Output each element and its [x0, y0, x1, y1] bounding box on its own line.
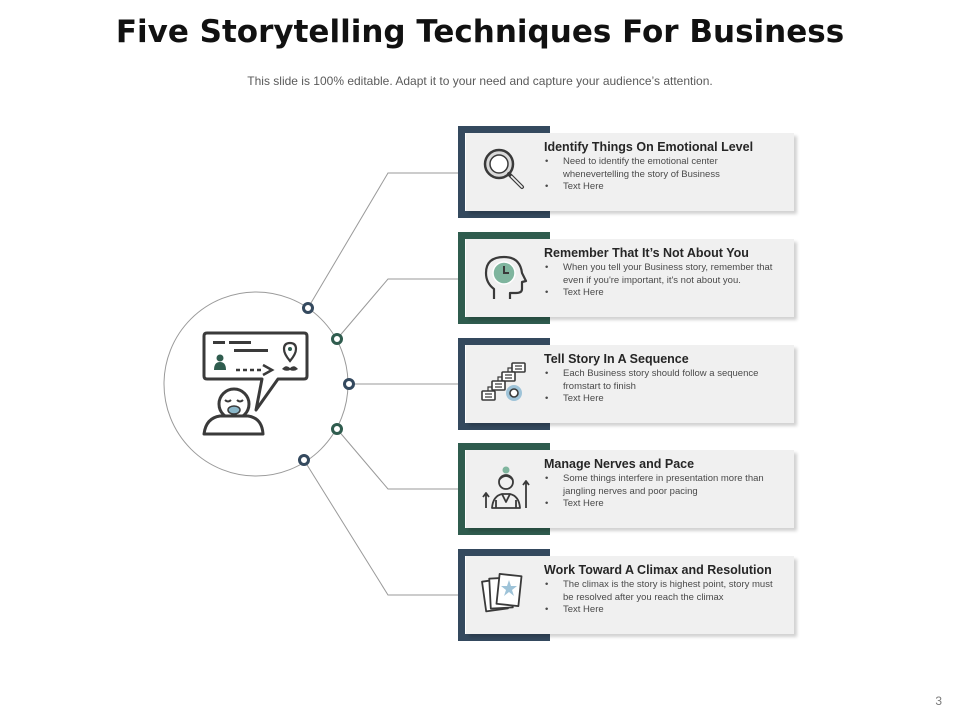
card-title: Work Toward A Climax and Resolution — [544, 563, 772, 577]
technique-card-1: Identify Things On Emotional Level •Need… — [458, 126, 800, 218]
bullet-item: •Need to identify the emotional center w… — [545, 156, 720, 180]
technique-card-2: Remember That It’s Not About You •When y… — [458, 232, 800, 324]
connector-dot-4 — [331, 423, 343, 435]
bullet-item: •Text Here — [545, 604, 604, 615]
technique-card-5: Work Toward A Climax and Resolution •The… — [458, 549, 800, 641]
card-title: Remember That It’s Not About You — [544, 246, 749, 260]
page-number: 3 — [935, 694, 942, 708]
magnifier-icon — [483, 148, 524, 189]
card-title: Manage Nerves and Pace — [544, 457, 695, 471]
technique-card-3: Tell Story In A Sequence •Each Business … — [458, 338, 800, 430]
card-bullets: •Each Business story should follow a seq… — [544, 368, 784, 406]
head-clock-icon — [484, 255, 528, 299]
connector-1 — [307, 172, 460, 309]
card-text: Identify Things On Emotional Level •Need… — [544, 140, 784, 194]
card-bullets: •Some things interfere in presentation m… — [544, 473, 784, 511]
bullet-item: •Text Here — [545, 393, 604, 404]
card-title: Tell Story In A Sequence — [544, 352, 689, 366]
bullet-item: •Some things interfere in presentation m… — [545, 473, 764, 497]
card-panel — [466, 556, 794, 634]
slide-title: Five Storytelling Techniques For Busines… — [115, 14, 845, 50]
sequence-flow-icon — [481, 362, 526, 401]
bullet-item: •Text Here — [545, 287, 604, 298]
card-panel — [466, 239, 794, 317]
connector-dot-3 — [343, 378, 355, 390]
card-bullets: •The climax is the story is highest poin… — [544, 579, 784, 617]
bullet-item: •The climax is the story is highest poin… — [545, 579, 773, 603]
bullet-item: •When you tell your Business story, reme… — [545, 262, 773, 286]
bullet-item: •Each Business story should follow a seq… — [545, 368, 759, 392]
card-text: Tell Story In A Sequence •Each Business … — [544, 352, 784, 406]
card-bullets: •Need to identify the emotional center w… — [544, 156, 784, 194]
hub-circle — [163, 291, 349, 477]
story-cards-icon — [481, 573, 523, 613]
connector-dot-1 — [302, 302, 314, 314]
connector-5 — [303, 459, 460, 596]
connector-4 — [336, 428, 460, 490]
bullet-item: •Text Here — [545, 498, 604, 509]
storyteller-speech-icon — [202, 331, 309, 436]
card-title: Identify Things On Emotional Level — [544, 140, 754, 154]
card-panel — [466, 450, 794, 528]
connector-2 — [336, 278, 460, 340]
card-panel — [466, 345, 794, 423]
card-text: Manage Nerves and Pace •Some things inte… — [544, 457, 784, 511]
slide-subtitle: This slide is 100% editable. Adapt it to… — [247, 74, 713, 88]
card-panel — [466, 133, 794, 211]
card-bullets: •When you tell your Business story, reme… — [544, 262, 784, 300]
technique-card-4: Manage Nerves and Pace •Some things inte… — [458, 443, 800, 535]
stressed-person-icon — [482, 466, 530, 509]
connector-dot-5 — [298, 454, 310, 466]
card-text: Work Toward A Climax and Resolution •The… — [544, 563, 784, 617]
card-text: Remember That It’s Not About You •When y… — [544, 246, 784, 300]
bullet-item: •Text Here — [545, 181, 604, 192]
connector-dot-2 — [331, 333, 343, 345]
